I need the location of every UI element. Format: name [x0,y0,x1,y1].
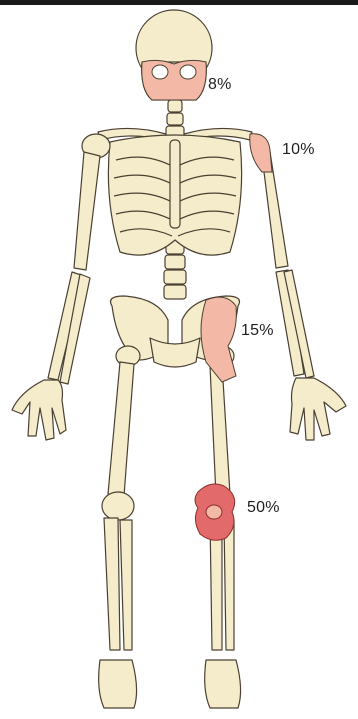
left-arm [12,134,110,440]
highlight-hip [201,297,236,382]
skull-percentage-label: 8% [208,76,232,94]
ribcage [108,135,241,255]
highlight-shoulder [250,134,272,172]
hip-percentage-label: 15% [241,322,274,340]
right-arm [262,152,346,440]
shoulder-percentage-label: 10% [282,141,315,159]
knee-percentage-label: 50% [247,499,280,517]
highlight-knee [195,484,235,540]
highlight-skull [142,60,207,100]
left-leg [99,362,137,708]
